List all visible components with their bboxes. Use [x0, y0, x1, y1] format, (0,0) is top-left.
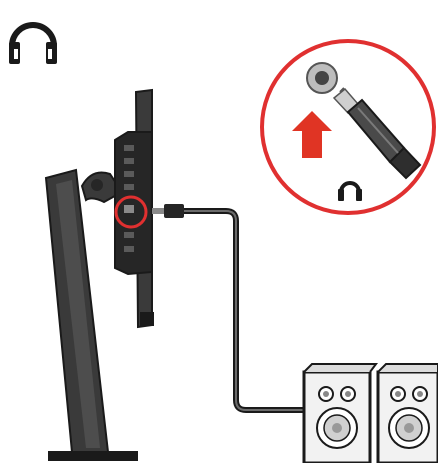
- audio-cable: [152, 204, 304, 413]
- headphones-icon: [9, 22, 57, 64]
- headphones-small-icon: [338, 181, 362, 201]
- speaker-right: [376, 363, 438, 463]
- speaker-icon: [302, 363, 438, 463]
- speaker-left: [302, 363, 378, 463]
- headphone-jack-icon: [114, 195, 148, 229]
- jack-closeup-callout: [260, 39, 436, 215]
- jack-socket-icon: [306, 62, 338, 94]
- monitor-side-view: [114, 88, 154, 329]
- plug-in-arrow-icon: [292, 111, 332, 158]
- audio-plug-icon: [332, 87, 422, 180]
- monitor-stand: [44, 168, 138, 461]
